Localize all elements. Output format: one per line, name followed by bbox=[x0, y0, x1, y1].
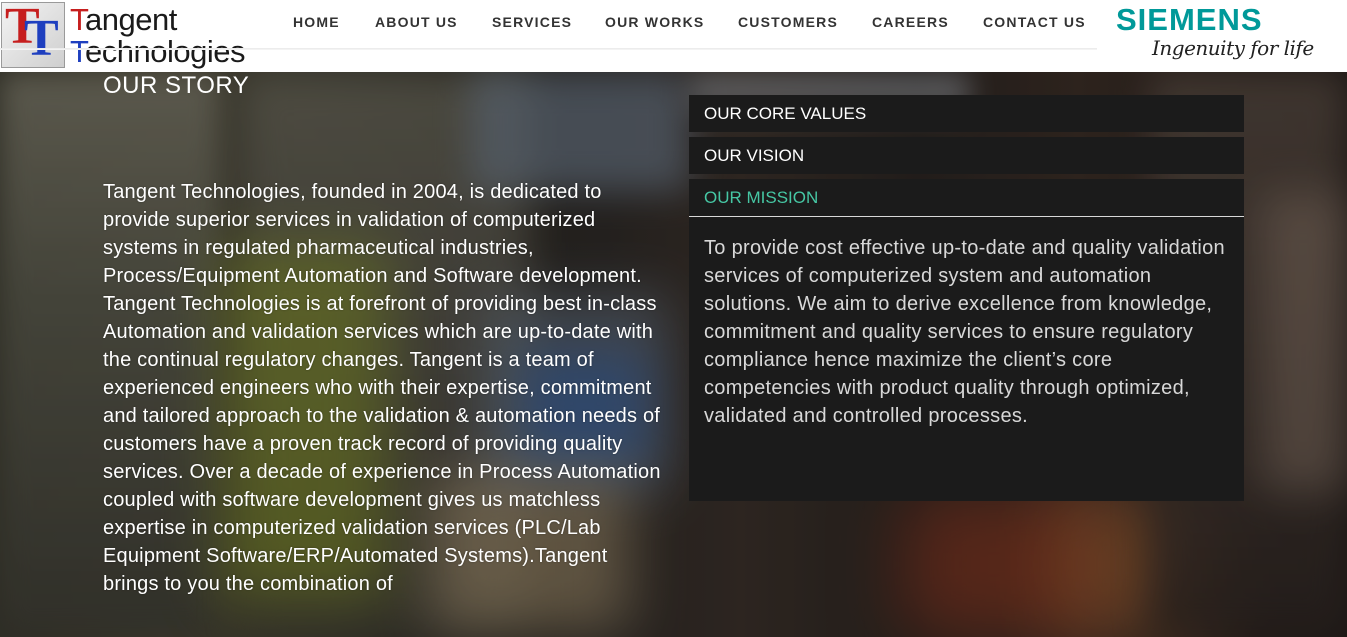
logo-word-technologies: Technologies bbox=[70, 36, 245, 67]
tab-our-vision[interactable]: OUR VISION bbox=[689, 137, 1244, 174]
nav-careers[interactable]: CAREERS bbox=[872, 14, 949, 30]
story-title: OUR STORY bbox=[103, 72, 250, 99]
nav-our-works[interactable]: OUR WORKS bbox=[605, 14, 705, 30]
values-accordion: OUR CORE VALUES OUR VISION OUR MISSION T… bbox=[689, 95, 1244, 501]
siemens-logo[interactable]: SIEMENS Ingenuity for life bbox=[1116, 4, 1336, 68]
tab-our-core-values[interactable]: OUR CORE VALUES bbox=[689, 95, 1244, 132]
logo-mark-letter-blue: T bbox=[24, 10, 59, 67]
mission-content: To provide cost effective up-to-date and… bbox=[689, 217, 1244, 501]
logo-word-technologies-initial: T bbox=[70, 34, 86, 69]
logo-word-technologies-rest: echnologies bbox=[85, 34, 245, 69]
company-logo[interactable]: T T Tangent Technologies bbox=[0, 0, 276, 72]
logo-mark: T T bbox=[1, 0, 65, 68]
story-paragraph: Tangent Technologies, founded in 2004, i… bbox=[103, 181, 661, 595]
nav-about-us[interactable]: ABOUT US bbox=[375, 14, 458, 30]
nav-customers[interactable]: CUSTOMERS bbox=[738, 14, 838, 30]
logo-word-tangent-rest: angent bbox=[85, 2, 177, 37]
logo-word-tangent-initial: T bbox=[70, 2, 86, 37]
site-header: T T Tangent Technologies HOME ABOUT US S… bbox=[0, 0, 1347, 72]
siemens-wordmark: SIEMENS bbox=[1116, 2, 1263, 37]
tab-our-mission[interactable]: OUR MISSION bbox=[689, 179, 1244, 217]
nav-contact-us[interactable]: CONTACT US bbox=[983, 14, 1086, 30]
logo-word-tangent: Tangent bbox=[70, 4, 177, 35]
nav-home[interactable]: HOME bbox=[293, 14, 340, 30]
nav-services[interactable]: SERVICES bbox=[492, 14, 573, 30]
logo-mark-letter-red: T bbox=[5, 0, 40, 55]
siemens-tagline: Ingenuity for life bbox=[1152, 36, 1314, 60]
